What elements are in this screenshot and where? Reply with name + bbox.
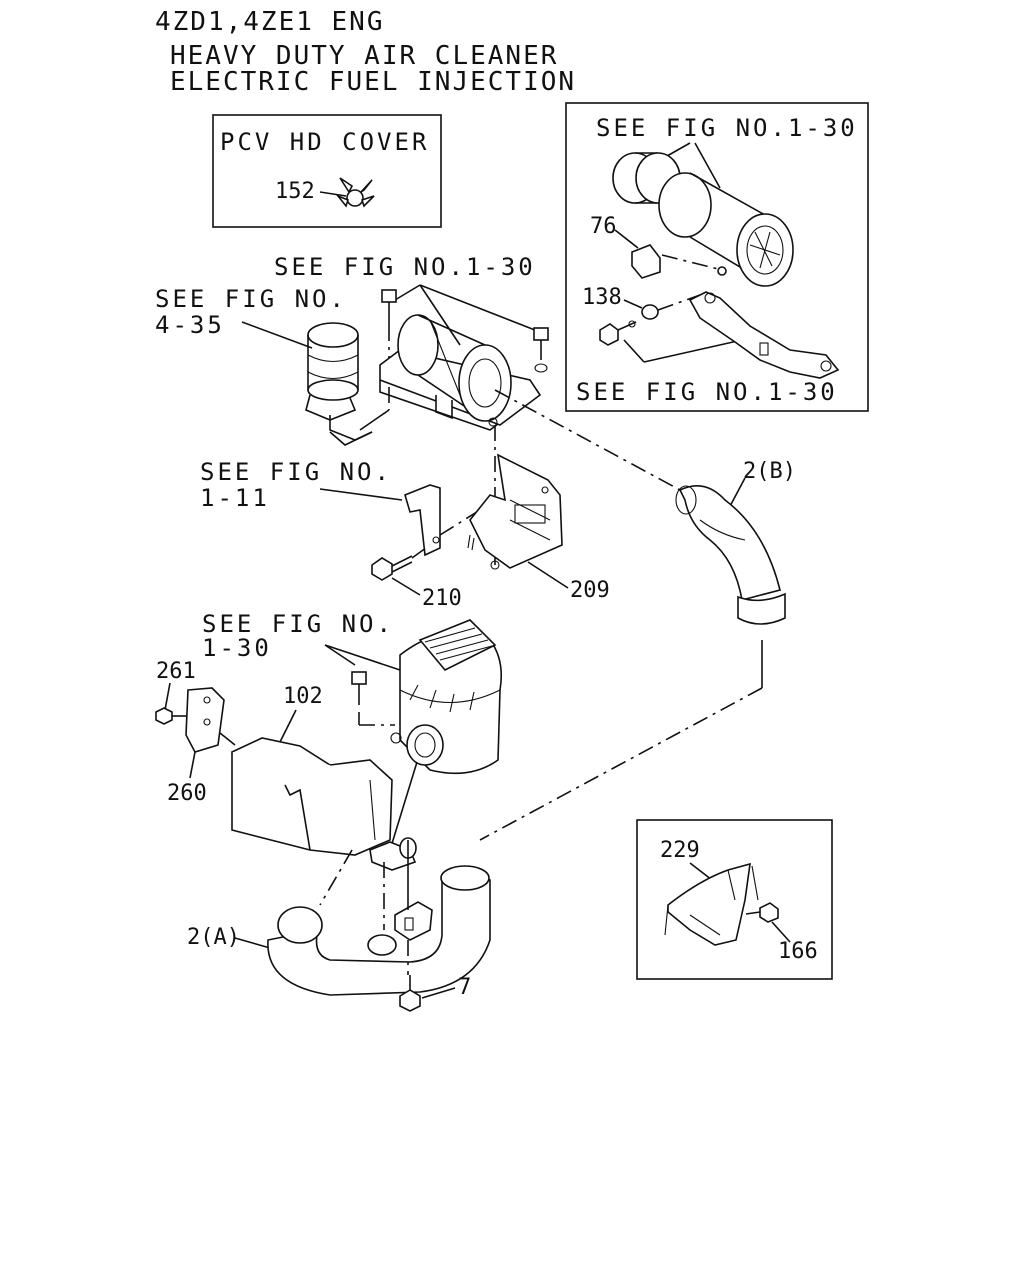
- inlet-ring: [612, 152, 681, 204]
- ref-1-30-label-b: 1-30: [202, 634, 272, 662]
- filter-element: [658, 172, 794, 287]
- ref-upper-center-label: SEE FIG NO.1-30: [274, 253, 536, 281]
- part-7-label: 7: [458, 975, 471, 1000]
- hose-2a: [267, 865, 491, 996]
- engine-title: 4ZD1,4ZE1 ENG: [155, 7, 385, 37]
- part-152-label: 152: [275, 179, 315, 204]
- air-cleaner-upper: [379, 314, 542, 431]
- bolt-166: [745, 902, 779, 923]
- bracket-209: [467, 453, 563, 570]
- part-2b-label: 2(B): [743, 459, 796, 484]
- bolt-lower-cleaner: [351, 671, 367, 705]
- clip-1-11: [404, 484, 441, 557]
- diagram-subtitle: ELECTRIC FUEL INJECTION: [170, 67, 576, 97]
- nut-138: [641, 304, 659, 320]
- part-260-label: 260: [167, 781, 207, 806]
- part-102-label: 102: [283, 684, 323, 709]
- bolt-7: [399, 975, 421, 1012]
- cover-229-box: 229 166: [636, 819, 833, 980]
- ref-4-35-label-b: 4-35: [155, 311, 225, 339]
- ref-1-30-label-a: SEE FIG NO.: [202, 610, 394, 638]
- pcv-title: PCV HD COVER: [220, 128, 429, 156]
- part-210-label: 210: [422, 586, 462, 611]
- part-2a-label: 2(A): [187, 925, 240, 950]
- box-bolt: [599, 320, 637, 346]
- bracket-260: [185, 687, 225, 753]
- ref-4-35-label-a: SEE FIG NO.: [155, 285, 347, 313]
- cap-assembly-4-35: [305, 322, 373, 446]
- cover-229: [664, 862, 759, 946]
- part-261-label: 261: [156, 659, 196, 684]
- part-76-label: 76: [590, 214, 617, 239]
- filter-bracket: [688, 291, 840, 379]
- part-138-label: 138: [582, 285, 622, 310]
- ref-box-top-label: SEE FIG NO.1-30: [596, 114, 858, 142]
- fig-1-30-box: SEE FIG NO.1-30 76 138: [565, 102, 869, 412]
- clamp-lower: [394, 901, 433, 941]
- pcv-hd-cover-box: PCV HD COVER 152: [212, 114, 442, 228]
- bolt-upper-left: [381, 289, 397, 325]
- diagram-title: HEAVY DUTY AIR CLEANER: [170, 41, 558, 71]
- clamp-upper: [369, 837, 417, 871]
- ref-1-11-label-b: 1-11: [200, 484, 270, 512]
- ref-box-bottom-label: SEE FIG NO.1-30: [576, 378, 838, 406]
- air-cleaner-lower: [399, 619, 503, 775]
- part-166-label: 166: [778, 939, 818, 964]
- part-229-label: 229: [660, 838, 700, 863]
- wing-nut-152: [335, 177, 375, 208]
- bolt-210: [371, 555, 413, 581]
- cover-102: [230, 737, 393, 856]
- part-209-label: 209: [570, 578, 610, 603]
- ref-1-11-label-a: SEE FIG NO.: [200, 458, 392, 486]
- hose-2b: [675, 484, 786, 625]
- pad-76: [631, 244, 661, 279]
- bolt-upper-right: [533, 327, 549, 373]
- bolt-261: [155, 707, 188, 725]
